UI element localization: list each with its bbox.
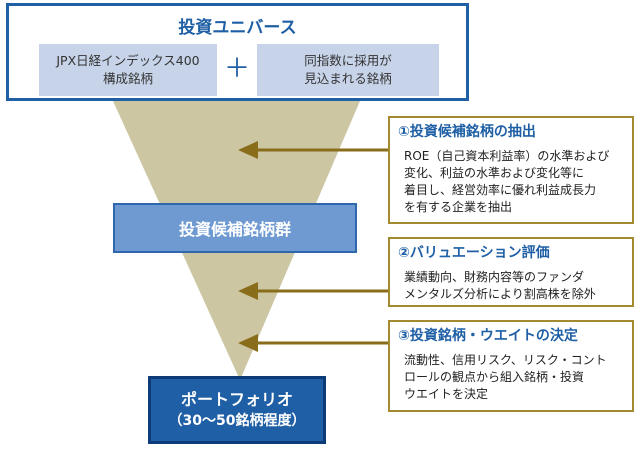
arrow-step2-head <box>238 282 258 300</box>
jpx-nikkei-400-label: JPX日経インデックス400 構成銘柄 <box>56 53 200 86</box>
universe-title: 投資ユニバース <box>178 18 297 38</box>
investment-universe-box: 投資ユニバース JPX日経インデックス400 構成銘柄 ＋ 同指数に採用が 見込… <box>6 3 469 101</box>
portfolio-subtitle: （30〜50銘柄程度） <box>168 413 306 429</box>
step1-title: ①投資候補銘柄の抽出 <box>398 124 536 140</box>
candidate-stocks-label: 投資候補銘柄群 <box>178 220 291 239</box>
step-candidate-extraction: ①投資候補銘柄の抽出 ROE（自己資本利益率）の水準および 変化、利益の水準およ… <box>388 116 634 224</box>
step3-title: ③投資銘柄・ウエイトの決定 <box>398 328 578 344</box>
step-valuation: ②バリュエーション評価 業績動向、財務内容等のファンダ メンタルズ分析により割高… <box>388 237 634 307</box>
step2-body: 業績動向、財務内容等のファンダ メンタルズ分析により割高株を除外 <box>404 270 596 301</box>
plus-sign: ＋ <box>223 54 250 84</box>
step1-body: ROE（自己資本利益率）の水準および 変化、利益の水準および変化等に 着目し、経… <box>404 149 610 214</box>
step3-body: 流動性、信用リスク、リスク・コント ロールの観点から組入銘柄・投資 ウエイトを決… <box>404 353 607 401</box>
arrow-step3-head <box>238 334 258 352</box>
expected-inclusion-label: 同指数に採用が 見込まれる銘柄 <box>304 53 392 86</box>
step2-title: ②バリュエーション評価 <box>398 245 550 261</box>
arrow-step1-head <box>238 141 258 159</box>
portfolio-box: ポートフォリオ （30〜50銘柄程度） <box>148 376 326 444</box>
jpx-nikkei-400-box: JPX日経インデックス400 構成銘柄 <box>39 44 217 96</box>
step-weight-decision: ③投資銘柄・ウエイトの決定 流動性、信用リスク、リスク・コント ロールの観点から… <box>388 320 634 412</box>
expected-inclusion-box: 同指数に採用が 見込まれる銘柄 <box>257 44 439 96</box>
candidate-stocks-box: 投資候補銘柄群 <box>113 203 357 253</box>
portfolio-title: ポートフォリオ <box>180 390 293 409</box>
